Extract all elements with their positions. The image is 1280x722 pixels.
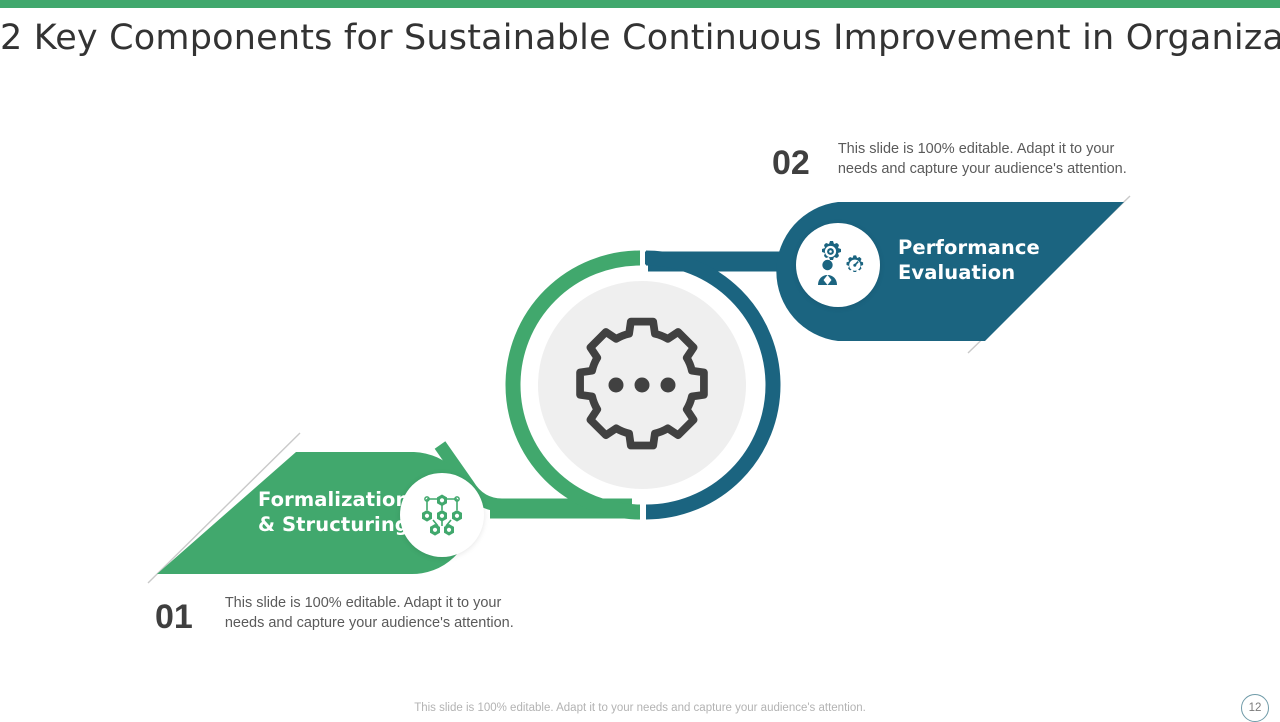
component-01-number: 01 <box>155 598 193 636</box>
component-01-desc-line1: This slide is 100% editable. Adapt it to… <box>224 595 502 611</box>
page-number-badge: 12 <box>1241 694 1269 722</box>
performance-banner-label: Performance Evaluation <box>898 236 1040 286</box>
hex-node-mid-right <box>452 510 462 522</box>
center-ring-teal-half <box>645 250 781 520</box>
formalization-icon-circle[interactable] <box>400 473 484 557</box>
hex-node-mid-center <box>437 510 447 522</box>
component-02-text-block: 02 This slide is 100% editable. Adapt it… <box>772 140 1127 180</box>
component-01-desc-line2: needs and capture your audience's attent… <box>224 614 514 631</box>
center-ring-green-half <box>505 250 641 520</box>
hex-node-bottom-right <box>444 524 454 536</box>
hex-node-top <box>437 494 447 507</box>
performance-icon-circle[interactable] <box>796 223 880 307</box>
hex-node-mid-left <box>422 510 432 522</box>
component-02-desc-line2: needs and capture your audience's attent… <box>837 160 1127 177</box>
network-hierarchy-icon <box>422 494 462 536</box>
center-ring-group <box>495 240 785 530</box>
performance-gear-person-icon <box>818 241 864 285</box>
formalization-label-line1: Formalization <box>258 488 410 511</box>
component-02-number: 02 <box>772 144 810 182</box>
hex-node-bottom-left <box>430 524 440 536</box>
formalization-banner-label: Formalization & Structuring <box>258 488 409 538</box>
component-01-text-block: 01 This slide is 100% editable. Adapt it… <box>155 594 514 634</box>
page-title: 2 Key Components for Sustainable Continu… <box>0 18 1280 58</box>
component-01-description: This slide is 100% editable. Adapt it to… <box>225 594 514 633</box>
settings-gear-icon <box>576 317 708 450</box>
top-accent-bar <box>0 0 1280 8</box>
performance-label-line2: Evaluation <box>898 260 1016 284</box>
footer-note: This slide is 100% editable. Adapt it to… <box>414 702 866 714</box>
component-02-description: This slide is 100% editable. Adapt it to… <box>838 140 1127 179</box>
formalization-label-line2: & Structuring <box>258 512 409 536</box>
performance-label-line1: Performance <box>898 236 1040 259</box>
component-02-desc-line1: This slide is 100% editable. Adapt it to… <box>837 141 1115 157</box>
